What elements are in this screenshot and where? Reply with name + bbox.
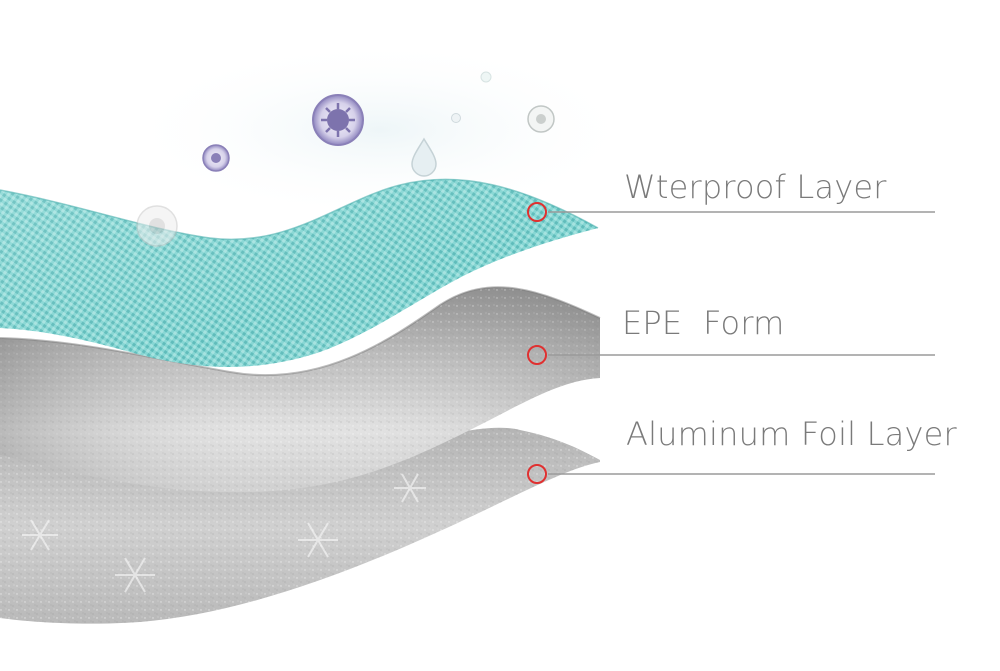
epe-foam-layer bbox=[0, 286, 601, 493]
virus-icon bbox=[136, 205, 178, 247]
background-haze bbox=[120, 40, 640, 220]
label-aluminum-foil-layer: Aluminum Foil Layer bbox=[626, 415, 957, 453]
water-drop-icon bbox=[411, 137, 437, 177]
bubble-icon bbox=[451, 113, 461, 123]
label-waterproof-layer: Wterproof Layer bbox=[624, 168, 887, 206]
marker-ring-epe bbox=[527, 345, 547, 365]
bubble-icon bbox=[480, 71, 492, 83]
virus-icon bbox=[527, 105, 555, 133]
virus-icon bbox=[202, 144, 230, 172]
label-epe-form: EPE Form bbox=[622, 304, 785, 342]
snowflake-pattern bbox=[22, 473, 426, 593]
marker-ring-waterproof bbox=[527, 202, 547, 222]
virus-icon bbox=[312, 94, 364, 146]
marker-ring-foil bbox=[527, 464, 547, 484]
